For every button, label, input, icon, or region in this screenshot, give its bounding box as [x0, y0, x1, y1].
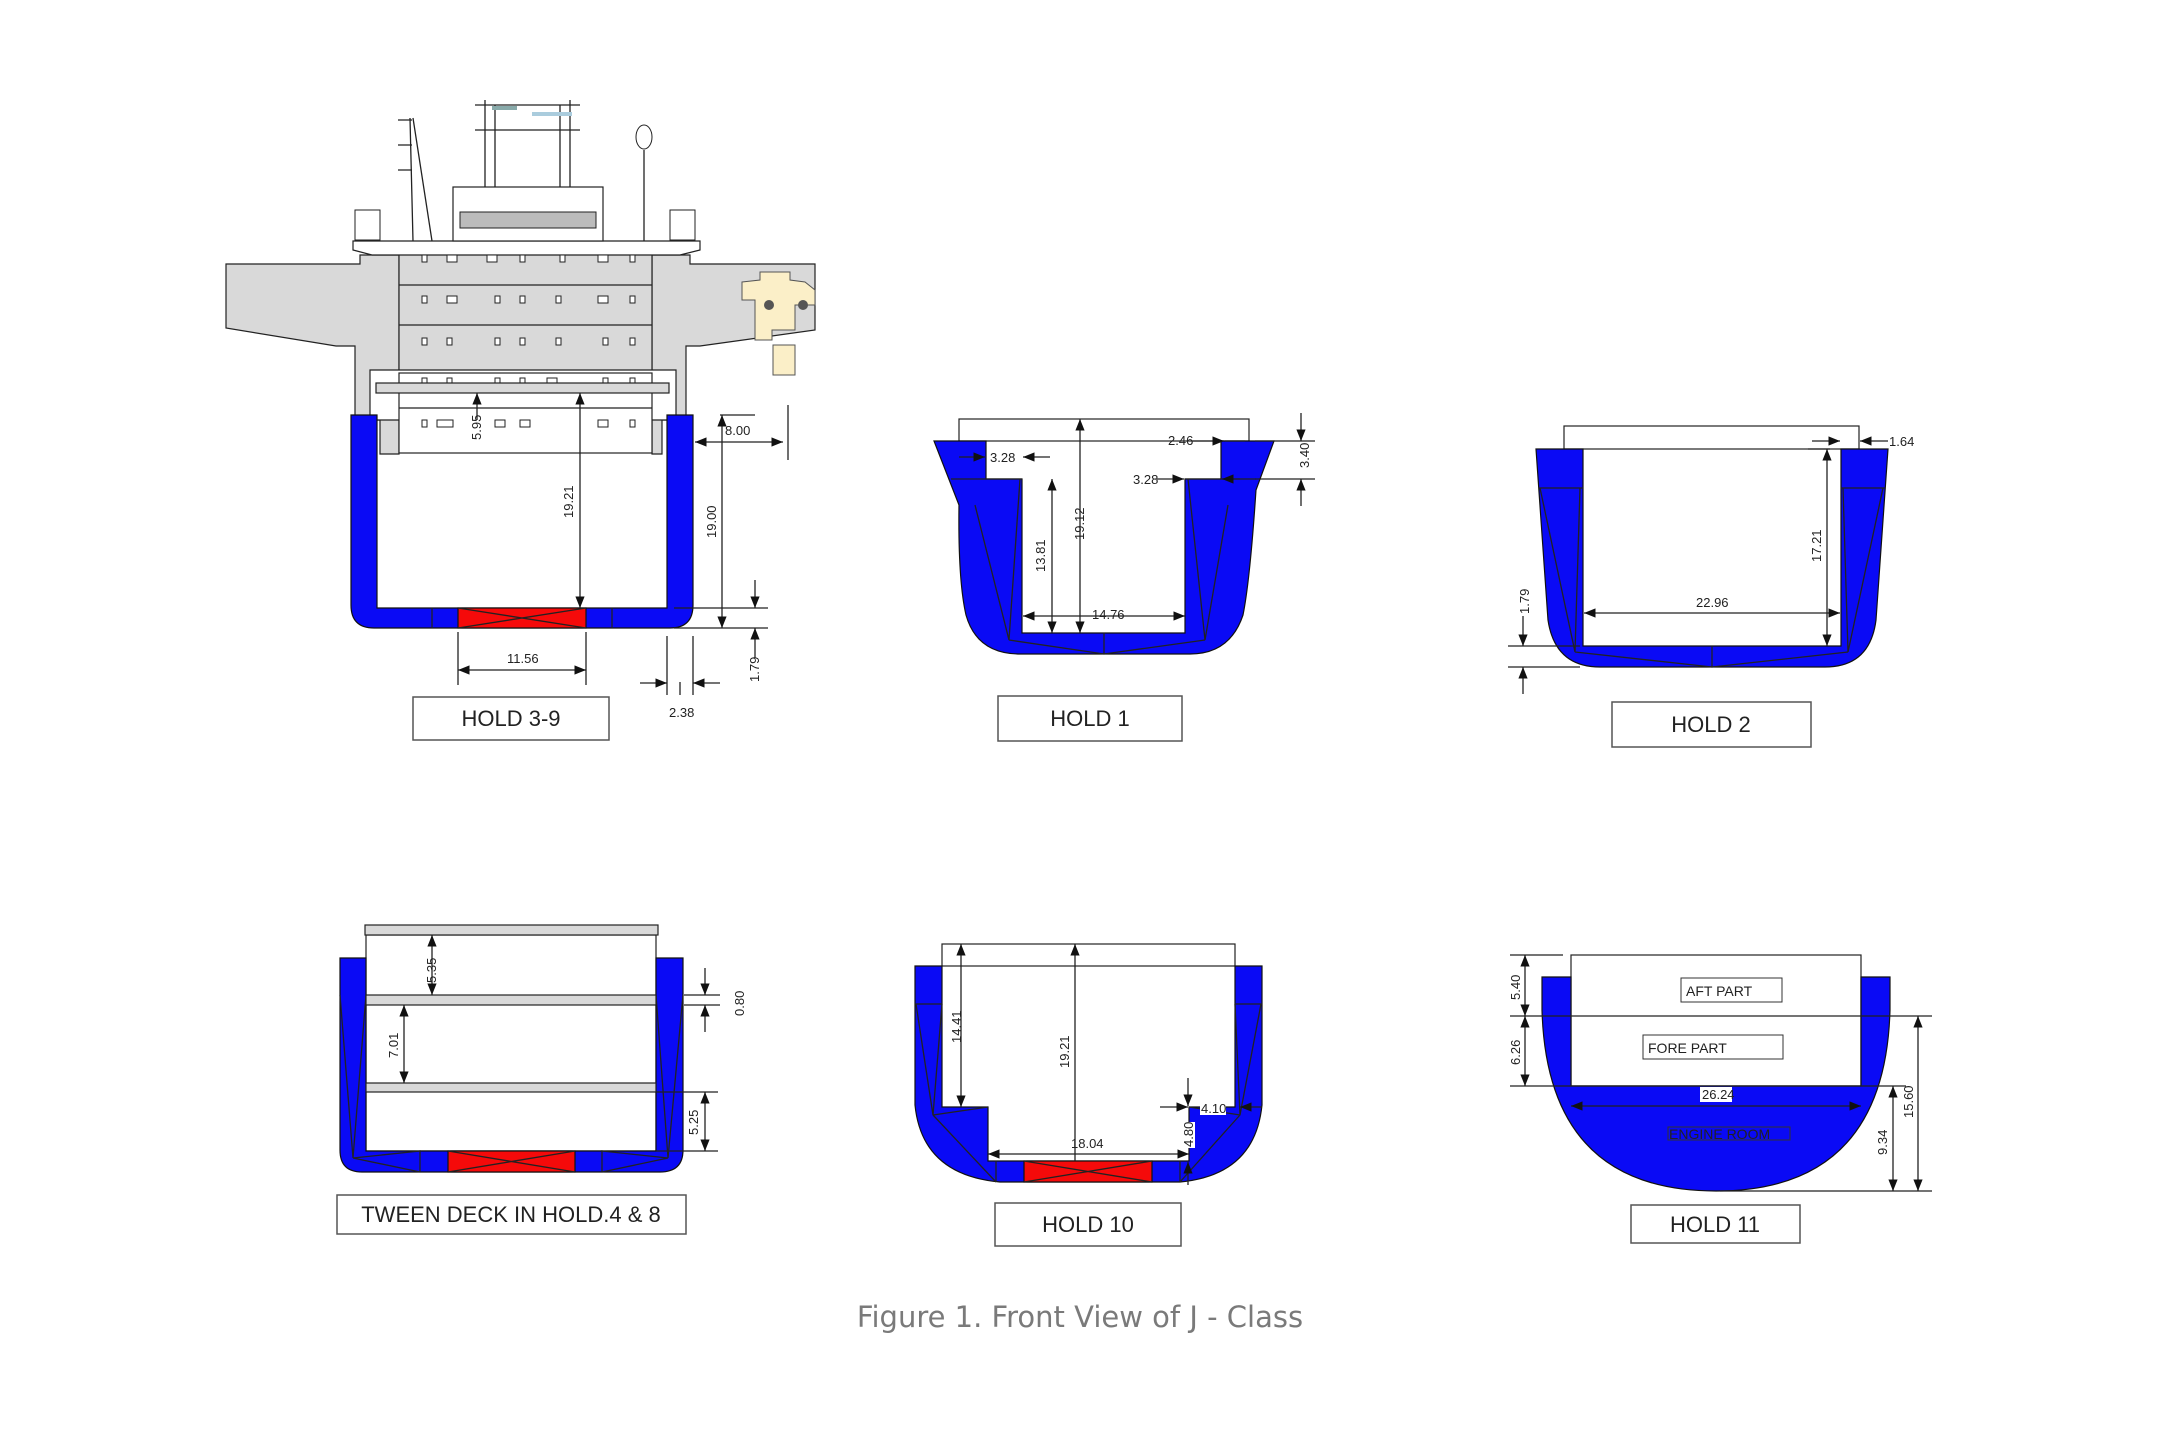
hold-11-label-box: [1630, 1204, 1801, 1244]
crane-icon: [741, 271, 816, 460]
dim-4-10: 4.10: [1201, 1101, 1226, 1116]
dimension-lines: [1510, 954, 1932, 1192]
dim-22-96: 22.96: [1696, 595, 1729, 610]
dim-3-28-left: 3.28: [990, 450, 1015, 465]
dim-14-76: 14.76: [1092, 607, 1125, 622]
dim-15-60: 15.60: [1901, 1085, 1916, 1118]
dim-5-95: 5.95: [469, 415, 484, 440]
dim-19-12: 19.12: [1072, 507, 1087, 540]
dim-2-46: 2.46: [1168, 433, 1193, 448]
dim-19-21: 19.21: [1057, 1035, 1072, 1068]
hold-2-label-box: [1611, 701, 1812, 748]
dim-3-40: 3.40: [1297, 443, 1312, 468]
hold-11-drawing: AFT PART FORE PART ENGINE ROOM 26.24 5.4…: [1508, 954, 1932, 1244]
hatch-opening: [457, 607, 587, 629]
hold-3-9-label-box: [412, 696, 610, 741]
dim-1-79: 1.79: [1517, 589, 1532, 614]
tween-deck-label-box: [336, 1194, 687, 1235]
hold-11-label: HOLD 11: [1670, 1212, 1760, 1237]
dim-4-80: 4.80: [1181, 1122, 1196, 1147]
aft-part-label: AFT PART: [1686, 983, 1753, 999]
dim-9-34: 9.34: [1875, 1130, 1890, 1155]
dimension-lines: [457, 393, 783, 695]
dim-11-56: 11.56: [507, 651, 539, 666]
dim-13-81: 13.81: [1033, 539, 1048, 572]
dim-19-21: 19.21: [561, 485, 576, 518]
dim-5-35: 5.35: [424, 958, 439, 983]
hold-3-9-drawing: 5.95 19.21 8.00 19.00 11.56 1.79 2.38 HO…: [225, 100, 816, 741]
dim-5-40: 5.40: [1508, 975, 1523, 1000]
dim-14-41: 14.41: [949, 1010, 964, 1043]
hold-2-label: HOLD 2: [1671, 712, 1750, 737]
figure-caption: Figure 1. Front View of J - Class: [857, 1300, 1303, 1334]
hatch-opening: [1023, 1160, 1153, 1183]
dim-18-04: 18.04: [1071, 1136, 1104, 1151]
dimension-lines: [399, 935, 720, 1152]
dim-5-25: 5.25: [686, 1110, 701, 1135]
dim-2-38: 2.38: [669, 705, 694, 720]
dim-8-00: 8.00: [725, 423, 750, 438]
tween-deck-drawing: 5.35 0.80 7.01 5.25 TWEEN DECK IN HOLD.4…: [336, 924, 747, 1235]
dimension-lines: [1508, 436, 1888, 694]
dim-26-24: 26.24: [1702, 1087, 1735, 1102]
dim-6-26: 6.26: [1508, 1040, 1523, 1065]
dim-7-01: 7.01: [386, 1033, 401, 1058]
dim-17-21: 17.21: [1809, 529, 1824, 562]
hatch-opening: [447, 1150, 576, 1173]
hold-10-label: HOLD 10: [1042, 1212, 1134, 1237]
hold-2-drawing: 1.64 17.21 22.96 1.79 HOLD 2: [1508, 425, 1914, 748]
dimension-lines: [959, 413, 1315, 633]
ship-superstructure: [225, 100, 816, 460]
dim-1-64: 1.64: [1889, 434, 1914, 449]
hold-1-label-box: [997, 695, 1183, 742]
hold-10-label-box: [994, 1202, 1182, 1247]
dim-19-00: 19.00: [704, 505, 719, 538]
hold-1-label: HOLD 1: [1050, 706, 1129, 731]
dim-0-80: 0.80: [732, 991, 747, 1016]
tween-deck-label: TWEEN DECK IN HOLD.4 & 8: [361, 1202, 661, 1227]
fore-part-label: FORE PART: [1648, 1040, 1727, 1056]
hold-10-drawing: 14.41 19.21 4.10 4.80 18.04 HOLD 10: [914, 943, 1263, 1247]
hatch-cover: [375, 382, 670, 394]
dim-1-79: 1.79: [747, 657, 762, 682]
hold-3-9-label: HOLD 3-9: [461, 706, 560, 731]
dimension-lines: [956, 944, 1262, 1185]
hold-1-drawing: 3.28 2.46 3.40 3.28 19.12 13.81 14.76 HO…: [933, 413, 1315, 742]
dim-3-28-right: 3.28: [1133, 472, 1158, 487]
engine-room-label: ENGINE ROOM: [1669, 1126, 1770, 1142]
windows: [421, 254, 636, 428]
